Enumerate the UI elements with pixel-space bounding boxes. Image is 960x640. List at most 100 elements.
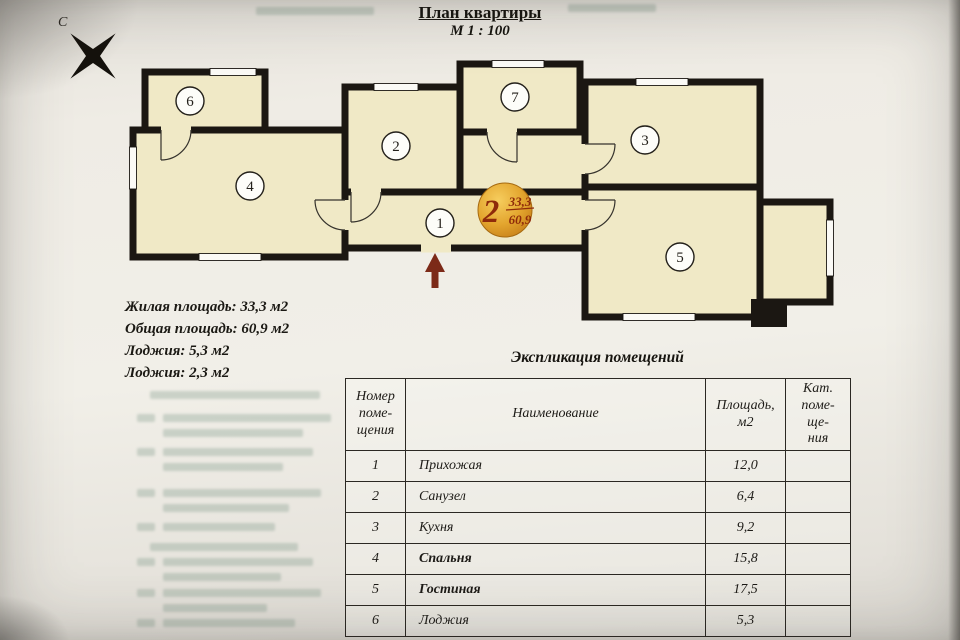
door-arc: [350, 191, 382, 223]
cell-room-number: 4: [345, 543, 406, 575]
header-line: м2: [737, 414, 754, 430]
window-marker: [129, 146, 137, 190]
cell-room-number: 2: [345, 481, 406, 513]
door-arc: [584, 199, 616, 231]
header-line: Кат.: [802, 380, 834, 396]
table-row: 4 Спальня 15,8: [345, 543, 851, 575]
header-line: щения: [356, 422, 395, 438]
header-line: ния: [807, 431, 829, 447]
window-marker: [491, 60, 545, 68]
room-6-area: [141, 68, 269, 134]
scale-label: М 1 : 100: [450, 23, 510, 39]
bleed-through-text: [137, 619, 155, 627]
door-arc: [486, 131, 518, 163]
col-header-category: Кат. поме- ще- ния: [785, 378, 851, 451]
cell-room-number: 6: [345, 605, 406, 637]
cell-room-number: 1: [345, 450, 406, 482]
room-4-number: 4: [246, 179, 254, 195]
bleed-through-text: [150, 391, 320, 399]
entrance-arrow-icon: [425, 253, 445, 288]
window-marker: [826, 219, 834, 277]
col-header-area: Площадь, м2: [705, 378, 786, 451]
header-line: поме-: [358, 406, 393, 422]
cell-room-category: [785, 605, 851, 637]
cell-room-name: Гостиная: [405, 574, 706, 606]
window-marker: [373, 83, 419, 91]
bleed-through-text: [163, 573, 281, 581]
header-line: поме-: [801, 397, 835, 413]
header-line: Площадь,: [716, 397, 775, 413]
photo-shadow-top-left: [0, 0, 140, 100]
area-badge: 2 33,3 60,9: [477, 182, 535, 238]
bleed-through-text: [163, 463, 283, 471]
bleed-through-text: [150, 543, 298, 551]
table-row: 2 Санузел 6,4: [345, 481, 851, 513]
summary-line: Лоджия: 5,3 м2: [125, 343, 230, 359]
bleed-through-text: [137, 558, 155, 566]
cell-room-category: [785, 512, 851, 544]
explication-title: Экспликация помещений: [511, 349, 684, 366]
col-header-name: Наименование: [405, 378, 706, 451]
cell-room-number: 5: [345, 574, 406, 606]
cell-room-area: 9,2: [705, 512, 786, 544]
table-row: 5 Гостиная 17,5: [345, 574, 851, 606]
cell-room-area: 6,4: [705, 481, 786, 513]
cell-room-category: [785, 574, 851, 606]
bleed-through-text: [163, 558, 313, 566]
header-line: ще-: [807, 414, 829, 430]
bleed-through-text: [137, 414, 155, 422]
bleed-through-text: [163, 429, 303, 437]
area-summary: Жилая площадь: 33,3 м2 Общая площадь: 60…: [125, 296, 289, 384]
door-arc: [314, 199, 346, 231]
room-3-area: [581, 78, 764, 191]
badge-divider: [505, 207, 535, 211]
cell-room-category: [785, 543, 851, 575]
table-row: 3 Кухня 9,2: [345, 512, 851, 544]
table-header-row: Номер поме- щения Наименование Площадь, …: [345, 378, 851, 451]
bleed-through-text: [163, 504, 289, 512]
window-marker: [635, 78, 689, 86]
page-title: План квартиры: [418, 3, 542, 22]
bleed-through-text: [137, 448, 155, 456]
compass-letter: С: [58, 15, 68, 30]
bleed-through-text: [163, 619, 295, 627]
table-row: 6 Лоджия 5,3: [345, 605, 851, 637]
photo-shadow-right-edge: [948, 0, 960, 640]
summary-line: Жилая площадь: 33,3 м2: [125, 299, 289, 315]
windows: [129, 60, 834, 321]
corridor-area: [456, 128, 589, 196]
compass-north-icon: С: [58, 15, 116, 79]
cell-room-name: Прихожая: [405, 450, 706, 482]
cell-room-category: [785, 481, 851, 513]
cell-room-number: 3: [345, 512, 406, 544]
badge-living-area: 33,3: [508, 194, 532, 209]
room-number-labels: 1 2 3 4 5 6 7: [186, 90, 684, 266]
bleed-through-text: [163, 448, 313, 456]
col-header-number: Номер поме- щения: [345, 378, 406, 451]
compass-star: [70, 33, 116, 79]
bleed-through-text: [163, 523, 275, 531]
room-3-number: 3: [641, 133, 649, 149]
room-6-number: 6: [186, 94, 194, 110]
cell-room-category: [785, 450, 851, 482]
room-7-number: 7: [511, 90, 519, 106]
cell-room-area: 17,5: [705, 574, 786, 606]
door-arcs: [160, 129, 616, 231]
cell-room-name: Лоджия: [405, 605, 706, 637]
photo-shadow-bottom-left: [0, 595, 70, 640]
bleed-through-text: [137, 523, 155, 531]
badge-total-area: 60,9: [509, 212, 532, 227]
bleed-through-text: [163, 604, 267, 612]
door-arc: [160, 129, 192, 161]
cell-room-area: 5,3: [705, 605, 786, 637]
table-row: 1 Прихожая 12,0: [345, 450, 851, 482]
cell-room-name: Спальня: [405, 543, 706, 575]
badge-apartment-number: 2: [482, 194, 500, 230]
room-2-number: 2: [392, 139, 400, 155]
window-marker: [209, 68, 257, 76]
bleed-through-text: [163, 589, 321, 597]
room-5-extension-area: [756, 198, 834, 306]
wall-block: [751, 299, 787, 327]
bleed-through-text: [137, 589, 155, 597]
